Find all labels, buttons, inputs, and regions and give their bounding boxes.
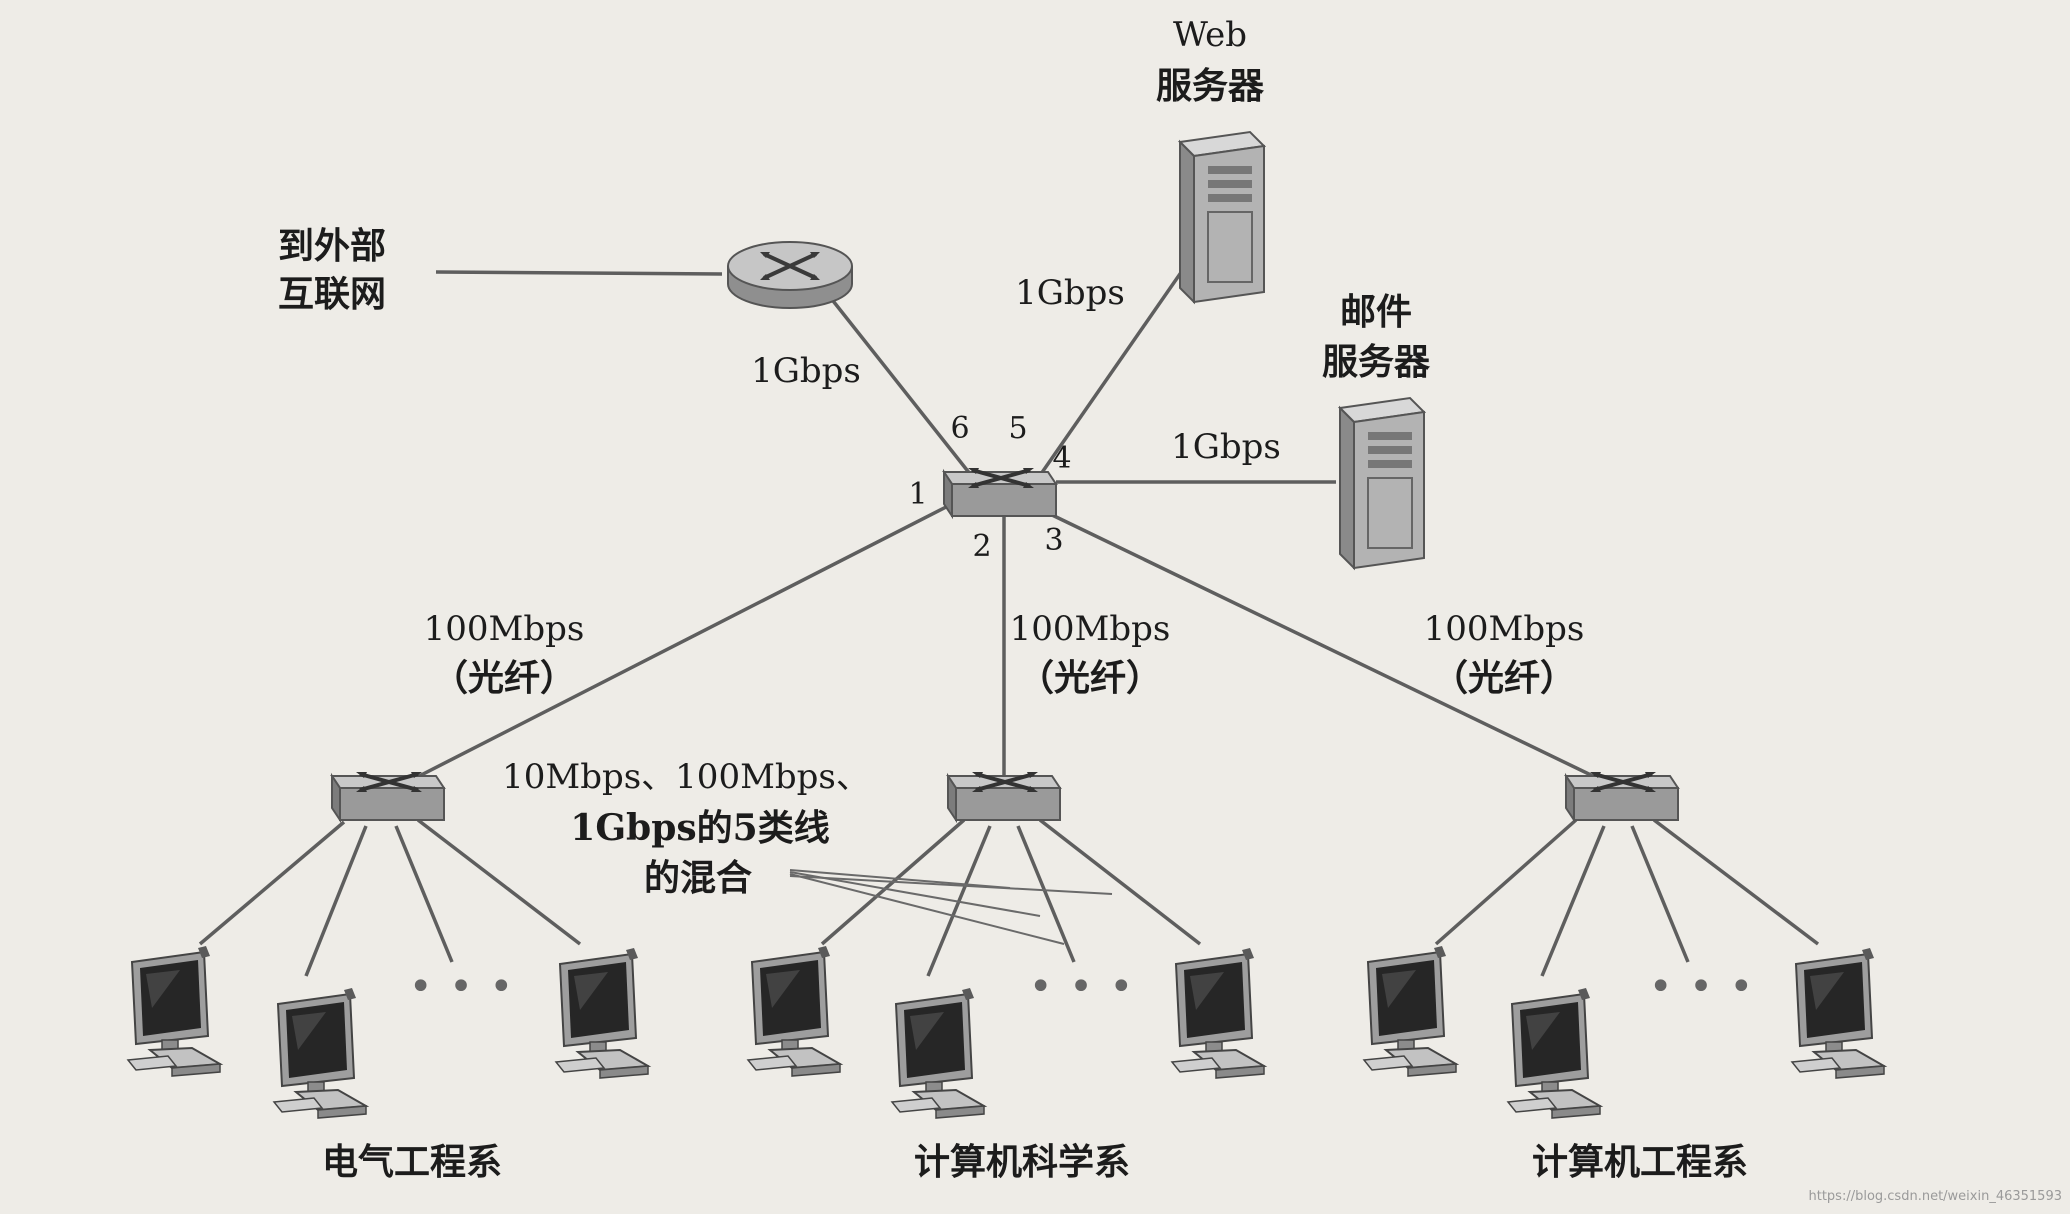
uplink-ee-medium: （光纤） [432, 657, 576, 699]
pointer-line-3 [789, 873, 1065, 945]
uplink-cs-speed: 100Mbps [1010, 609, 1171, 649]
computer-icon [1363, 945, 1457, 1077]
dept-cs-label: 计算机科学系 [914, 1141, 1130, 1183]
drop-ee-3 [394, 825, 454, 963]
router-link-speed: 1Gbps [751, 351, 861, 391]
computer-icon [1791, 947, 1885, 1079]
mail-server-label-2: 服务器 [1322, 341, 1431, 383]
watermark: https://blog.csdn.net/weixin_46351593 [1808, 1189, 2062, 1204]
link-router-switch [824, 290, 980, 486]
dept-ce-label: 计算机工程系 [1532, 1141, 1748, 1183]
core-switch-icon [942, 466, 1058, 518]
switch-cs-icon [946, 770, 1062, 822]
pointer-line-1 [789, 869, 1011, 889]
pointer-line-2 [789, 871, 1041, 917]
web-link-speed: 1Gbps [1015, 273, 1125, 313]
drop-ee-2 [304, 825, 368, 977]
mail-link-speed: 1Gbps [1171, 427, 1281, 467]
mixed-cable-line-2: 1Gbps的5类线 [570, 807, 829, 849]
port-3: 3 [1044, 523, 1063, 558]
port-5: 5 [1008, 411, 1027, 446]
drop-ce-4 [1652, 818, 1820, 946]
uplink-cs-medium: （光纤） [1018, 657, 1162, 699]
pointer-line-4 [789, 875, 1113, 895]
mixed-cable-line-1: 10Mbps、100Mbps、 [502, 757, 870, 797]
dept-ee-label: 电气工程系 [322, 1141, 502, 1183]
link-uplink-ce [1049, 512, 1623, 792]
web-server-icon [1179, 131, 1265, 303]
computer-icon [891, 987, 985, 1119]
drop-ee-4 [416, 818, 582, 946]
switch-ee-icon [330, 770, 446, 822]
mail-server-label-1: 邮件 [1340, 291, 1412, 333]
port-4: 4 [1052, 441, 1071, 476]
web-server-label-1: Web [1173, 15, 1247, 55]
link-external [435, 270, 723, 276]
computer-icon [127, 945, 221, 1077]
drop-ce-1 [1434, 818, 1578, 946]
port-2: 2 [972, 529, 991, 564]
more-hosts-cs: • • • [1029, 964, 1135, 1010]
router-icon [726, 240, 854, 310]
external-label-2: 互联网 [278, 273, 386, 315]
uplink-ce-medium: （光纤） [1432, 657, 1576, 699]
links [198, 247, 1820, 977]
switch-ce-icon [1564, 770, 1680, 822]
mixed-cable-line-3: 的混合 [644, 857, 752, 899]
drop-cs-4 [1038, 818, 1202, 946]
computer-icon [747, 945, 841, 1077]
link-uplink-ee [383, 504, 949, 796]
computer-icon [1171, 947, 1265, 1079]
web-server-label-2: 服务器 [1156, 65, 1265, 107]
uplink-ce-speed: 100Mbps [1424, 609, 1585, 649]
drop-cs-3 [1016, 825, 1076, 963]
drop-ee-1 [198, 820, 346, 946]
uplink-ee-speed: 100Mbps [424, 609, 585, 649]
computer-icon [1507, 987, 1601, 1119]
external-label-1: 到外部 [278, 225, 386, 267]
more-hosts-ce: • • • [1649, 964, 1755, 1010]
mail-server-icon [1339, 397, 1425, 569]
computer-icon [273, 987, 367, 1119]
port-1: 1 [908, 477, 927, 512]
more-hosts-ee: • • • [409, 964, 515, 1010]
computer-icon [555, 947, 649, 1079]
port-6: 6 [950, 411, 969, 446]
drop-ce-2 [1540, 825, 1606, 977]
link-web-switch [1032, 247, 1200, 485]
drop-ce-3 [1630, 825, 1690, 963]
